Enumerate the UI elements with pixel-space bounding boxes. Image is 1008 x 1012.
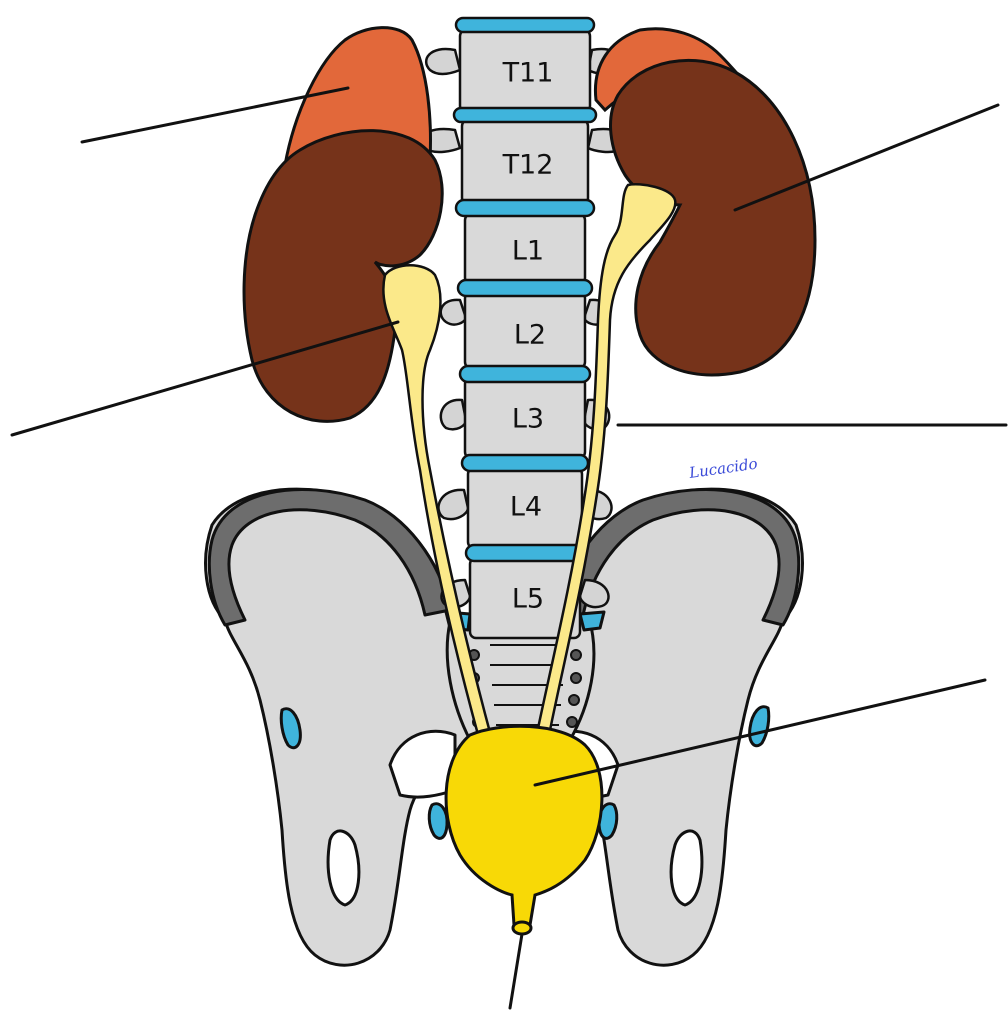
left-pubic-mark	[429, 804, 447, 839]
vertebra-label-l4: L4	[510, 492, 542, 523]
artist-signature: Lucacido	[687, 455, 759, 483]
bladder	[446, 726, 602, 925]
disc	[456, 200, 594, 216]
right-acetabulum-mark	[750, 707, 769, 746]
disc	[460, 366, 590, 382]
disc	[462, 455, 588, 471]
vertebra-label-l1: L1	[512, 236, 544, 267]
vertebra-label-t11: T11	[502, 58, 554, 89]
sacrum-blue-right	[580, 612, 604, 630]
bladder-group	[446, 726, 602, 934]
leader-line-urethra[interactable]	[510, 934, 522, 1008]
disc	[466, 545, 584, 561]
disc	[456, 18, 594, 32]
disc	[458, 280, 592, 296]
vertebra-label-t12: T12	[502, 150, 554, 181]
disc	[454, 108, 596, 122]
urethra-opening	[513, 922, 531, 934]
left-obturator-foramen	[328, 831, 359, 905]
right-obturator-foramen	[671, 831, 702, 905]
vertebra-label-l3: L3	[512, 404, 544, 435]
vertebra-label-l2: L2	[514, 320, 546, 351]
vertebra-label-l5: L5	[512, 584, 544, 615]
